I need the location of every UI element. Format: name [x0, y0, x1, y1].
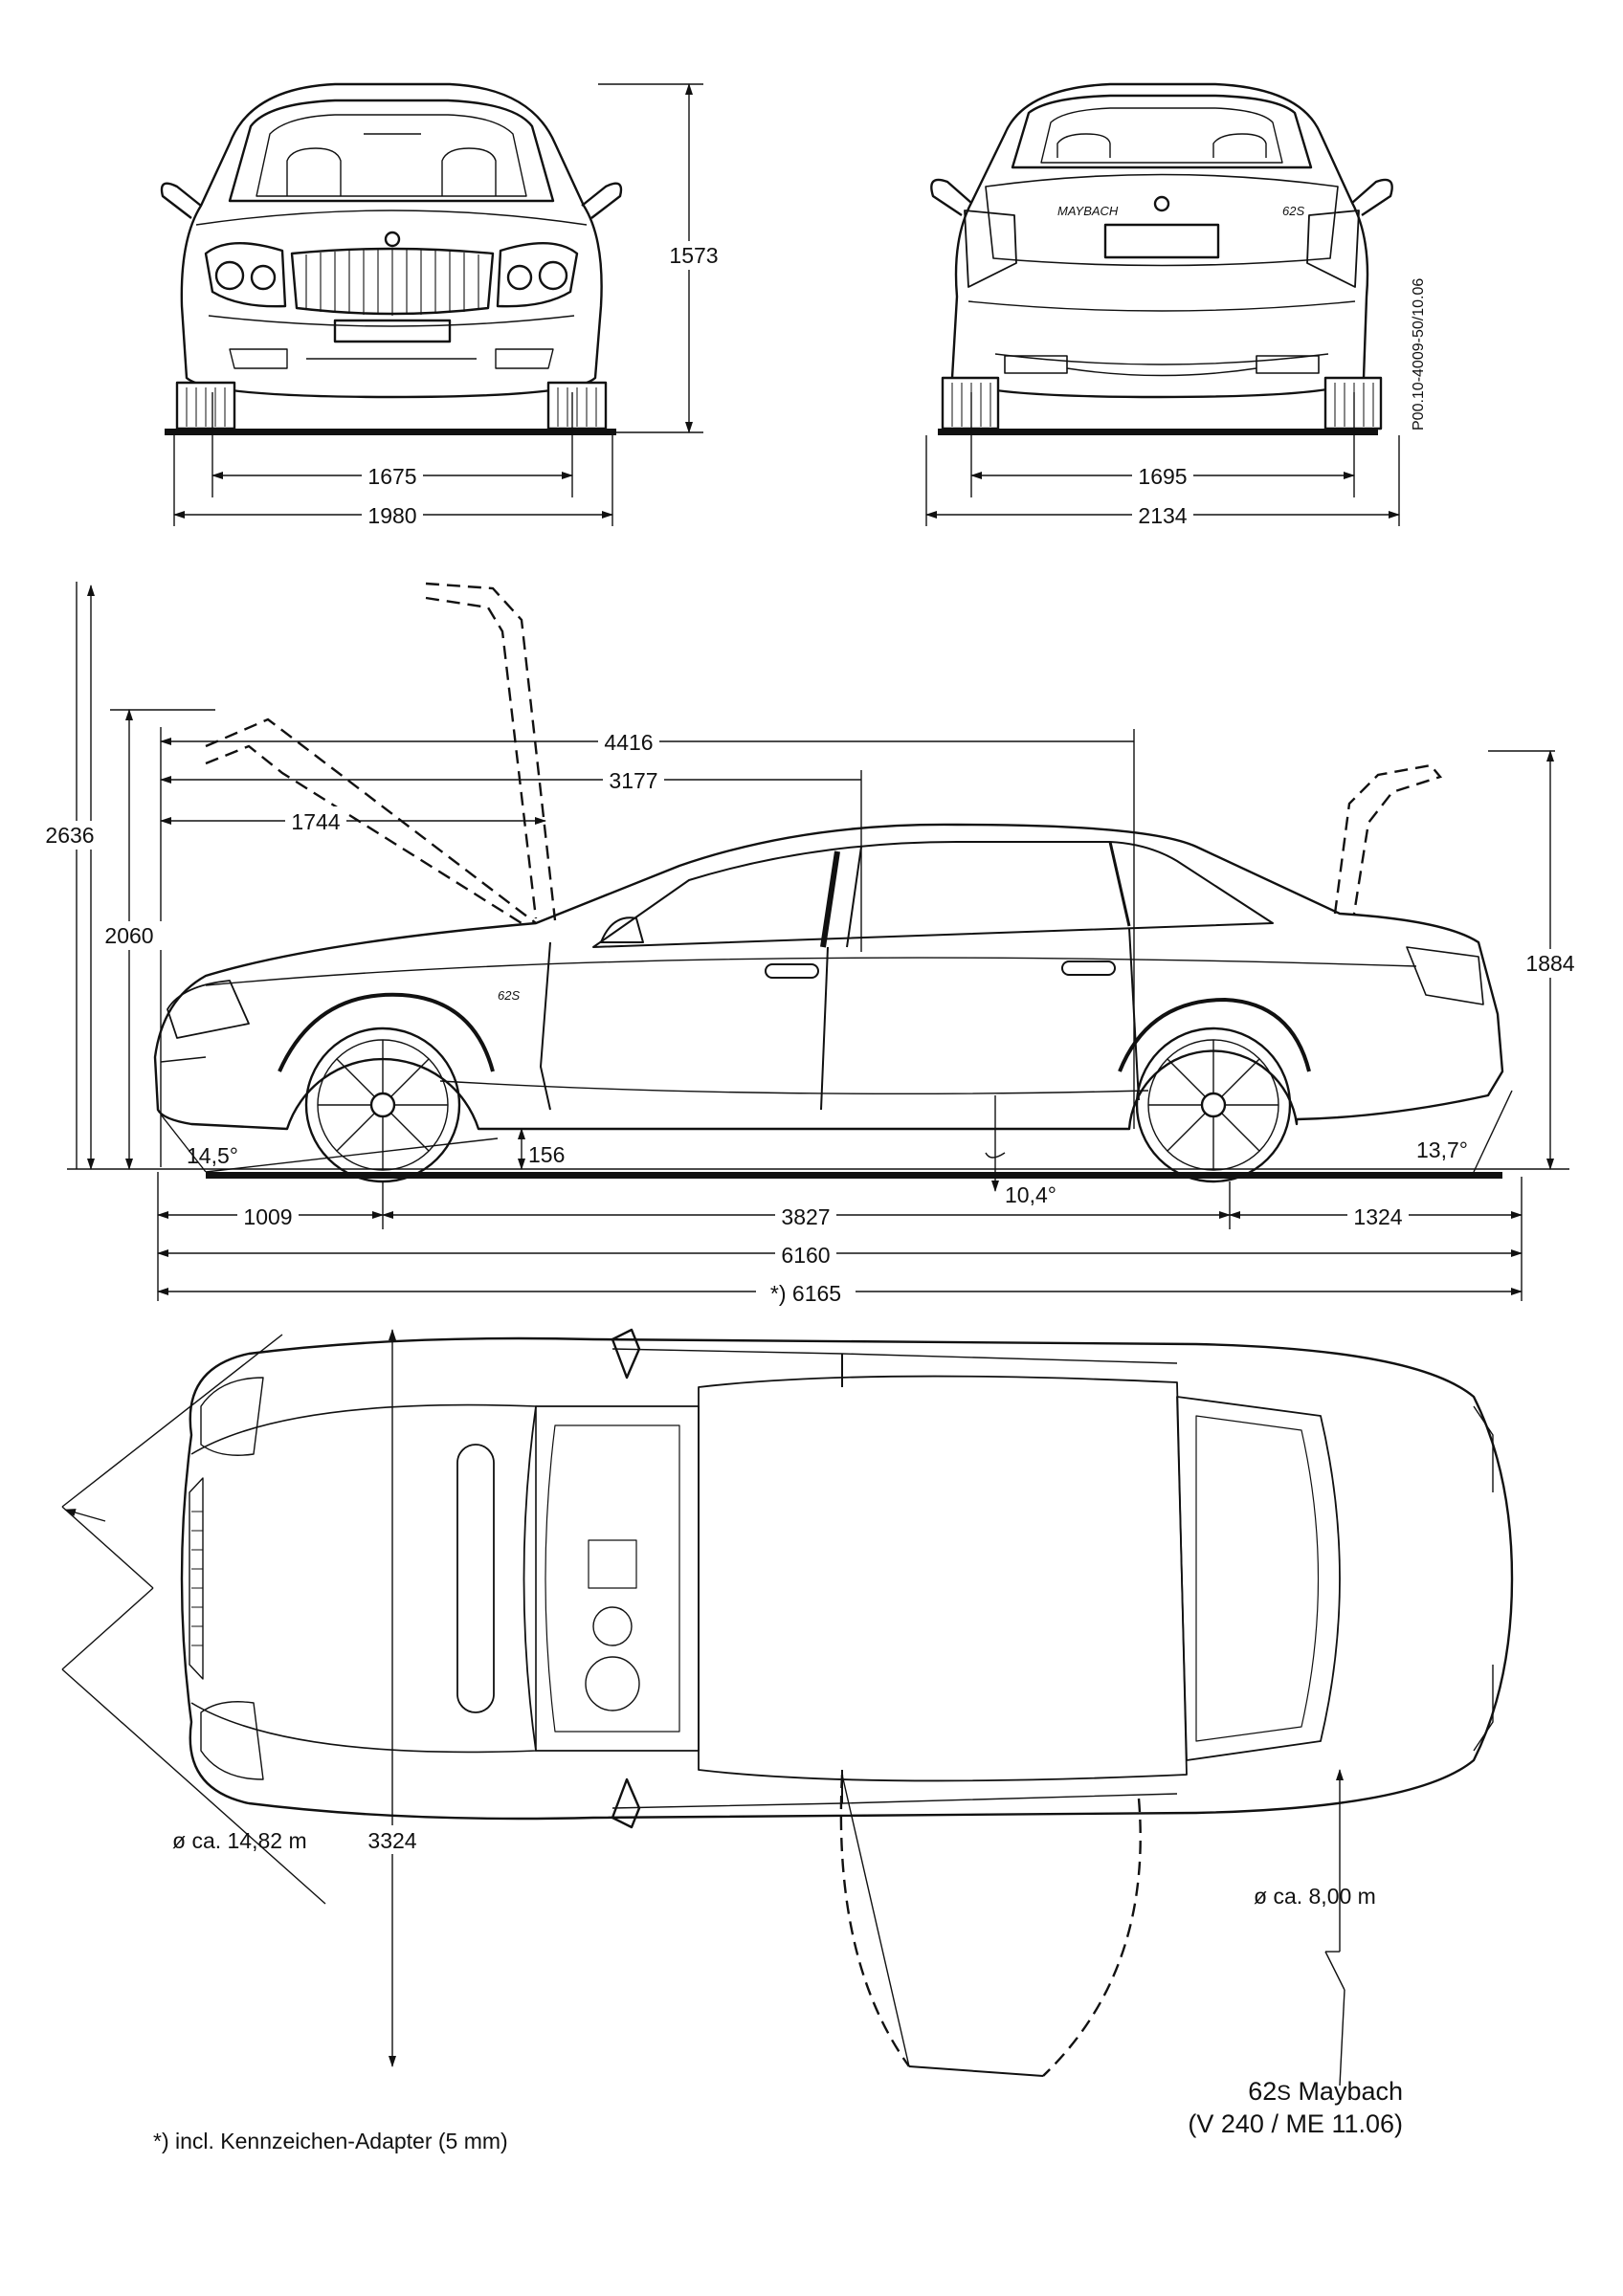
length-adapter-label: *) 6165 — [770, 1281, 841, 1306]
side-view: 62S — [153, 823, 1504, 1183]
label-bg — [775, 1240, 836, 1267]
ramp-angle-label: 10,4° — [1005, 1182, 1056, 1207]
front-width-label: 1980 — [367, 503, 416, 528]
turning-circle-small-label: ø ca. 8,00 m — [1254, 1884, 1376, 1909]
label-bg — [756, 1278, 856, 1305]
model-title: 62S Maybach — [1188, 2076, 1403, 2108]
label-bg — [237, 1202, 299, 1228]
front-height-label: 1573 — [669, 243, 718, 268]
label-bg — [603, 765, 664, 792]
label-bg — [1132, 462, 1193, 489]
wheelbase-label: 3827 — [781, 1204, 830, 1229]
model-subtitle: (V 240 / ME 11.06) — [1188, 2109, 1403, 2138]
side-badge-label: 62S — [498, 988, 520, 1003]
top-view-dimensions — [61, 1329, 1345, 2086]
length-label: 6160 — [781, 1243, 830, 1268]
len-4416-label: 4416 — [604, 730, 653, 755]
label-bg — [362, 501, 423, 528]
label-bg — [598, 727, 659, 754]
label-bg — [1132, 501, 1193, 528]
rear-script-label: MAYBACH — [1057, 204, 1119, 218]
label-bg — [775, 1202, 836, 1228]
label-bg — [285, 806, 346, 833]
front-view — [160, 82, 623, 435]
label-bg — [664, 241, 723, 270]
label-bg — [1517, 949, 1586, 978]
height-door-label: 2060 — [104, 923, 153, 948]
approach-angle-label: 14,5° — [187, 1143, 238, 1168]
rear-width-label: 2134 — [1138, 503, 1187, 528]
height-hood-open-label: 2636 — [45, 823, 94, 848]
rear-track-label: 1695 — [1138, 464, 1187, 489]
width-doors-open-label: 3324 — [367, 1828, 416, 1853]
label-bg — [36, 821, 103, 850]
ground-clearance-label: 156 — [528, 1142, 565, 1167]
rear-overhang-label: 1324 — [1353, 1204, 1402, 1229]
label-bg — [96, 921, 163, 950]
len-1744-label: 1744 — [291, 809, 340, 834]
model-name: Maybach — [1298, 2077, 1403, 2106]
turning-circle-large-label: ø ca. 14,82 m — [172, 1828, 307, 1853]
top-view — [180, 1328, 1514, 1829]
len-3177-label: 3177 — [609, 768, 657, 793]
model-letter: S — [1277, 2081, 1291, 2105]
front-track-label: 1675 — [367, 464, 416, 489]
model-prefix: 62 — [1248, 2077, 1278, 2106]
label-bg — [362, 1825, 423, 1854]
rear-view: MAYBACH 62S — [930, 82, 1393, 435]
drawing-code: P00.10-4009-50/10.06 — [1411, 278, 1427, 430]
drawing-title: 62S Maybach (V 240 / ME 11.06) — [1188, 2076, 1403, 2139]
label-bg — [362, 462, 423, 489]
side-view-dimensions — [67, 582, 1569, 1301]
label-bg — [1347, 1202, 1409, 1228]
rear-badge-label: 62S — [1282, 204, 1304, 218]
height-trunk-open-label: 1884 — [1525, 951, 1574, 976]
footnote: *) incl. Kennzeichen-Adapter (5 mm) — [153, 2129, 508, 2153]
departure-angle-label: 13,7° — [1416, 1137, 1468, 1162]
front-overhang-label: 1009 — [243, 1204, 292, 1229]
open-panels — [205, 582, 1443, 925]
